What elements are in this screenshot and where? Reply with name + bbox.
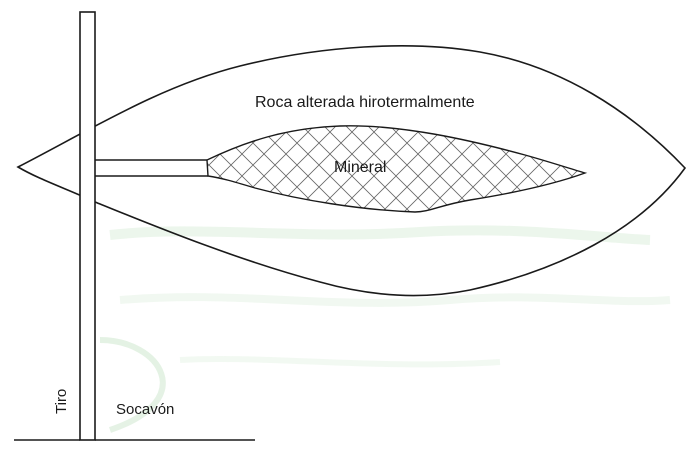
mineral-orebody	[206, 125, 588, 213]
background-texture	[99, 225, 671, 433]
shaft-label: Tiro	[53, 389, 70, 414]
altered-rock-label: Roca alterada hirotermalmente	[255, 94, 475, 111]
shaft	[79, 11, 96, 441]
mineral-label: Mineral	[334, 159, 386, 176]
adit-label: Socavón	[116, 401, 174, 418]
altered-rock-envelope	[16, 45, 686, 297]
drift-tunnel	[95, 159, 208, 177]
